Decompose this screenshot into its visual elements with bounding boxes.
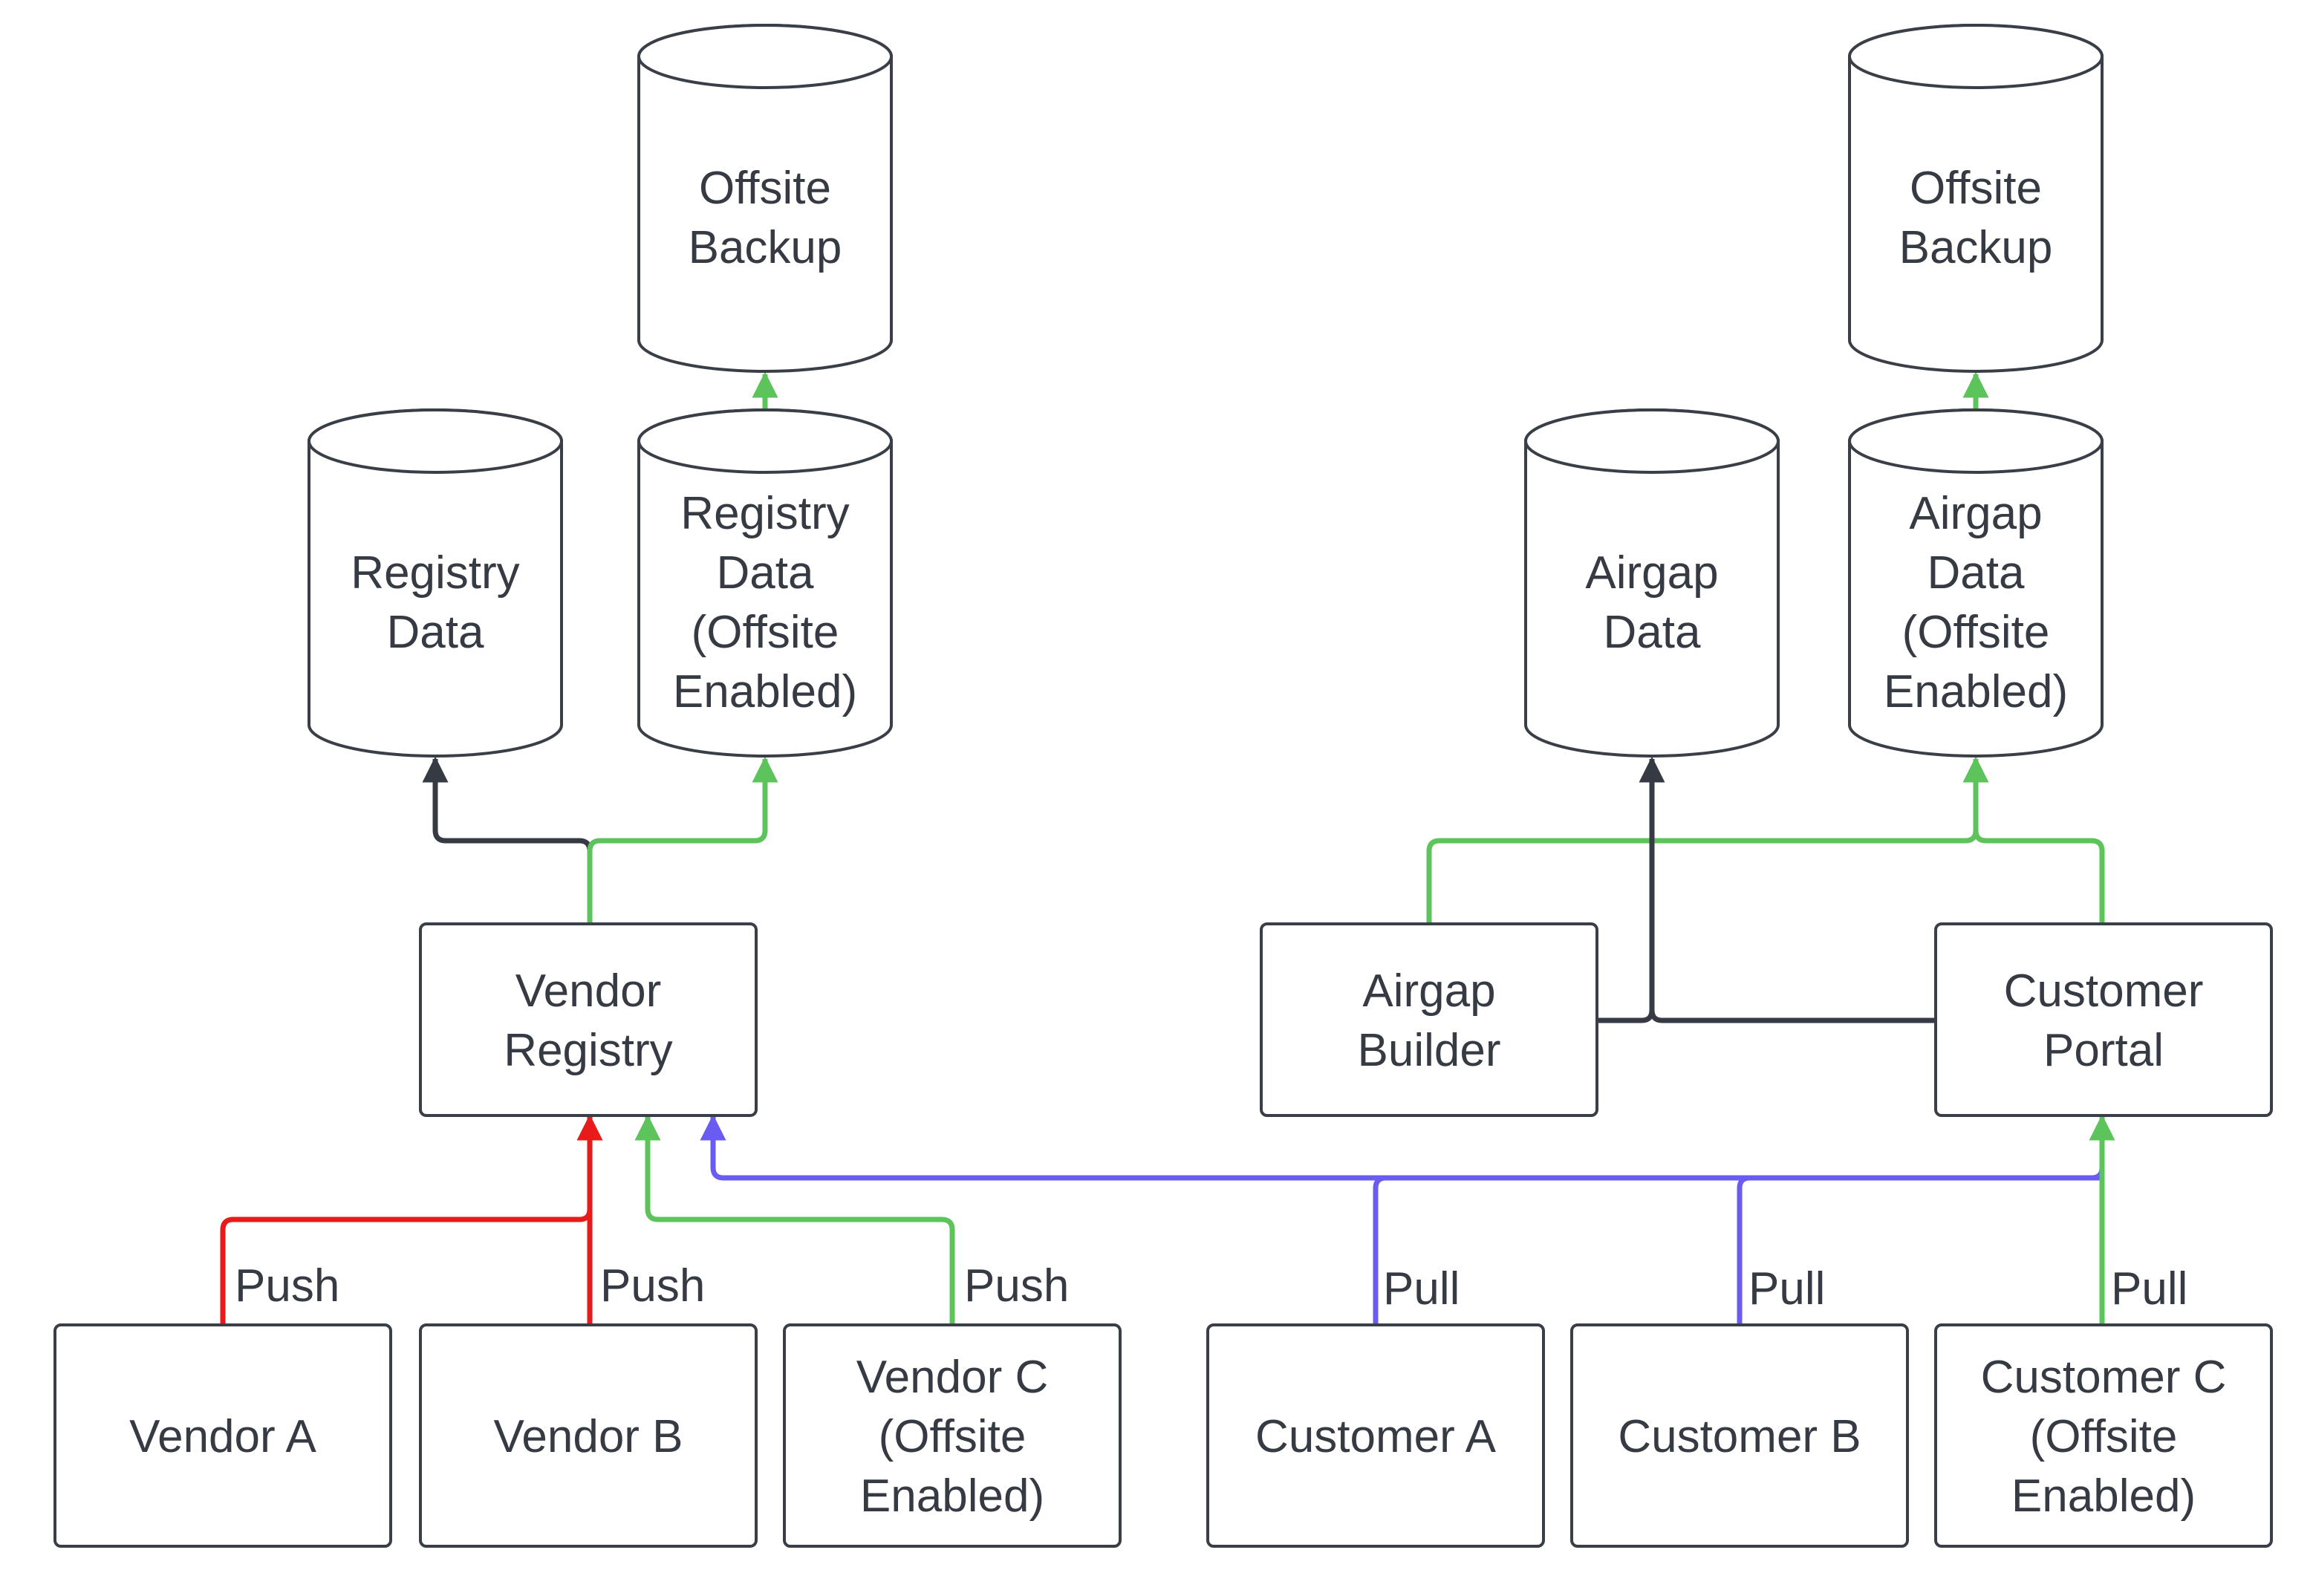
vendor-c-box-label-line: Enabled) bbox=[860, 1470, 1044, 1522]
airgap-builder-box-label-line: Builder bbox=[1358, 1025, 1501, 1076]
vendor-b-box: Vendor B bbox=[419, 1323, 758, 1548]
airgap-data-offsite-cylinder-label-line: (Offsite bbox=[1902, 607, 2050, 658]
customer-c-box-label-line: (Offsite bbox=[2030, 1411, 2178, 1462]
airgap-data-offsite-cylinder-label-line: Data bbox=[1928, 547, 2025, 599]
airgap-data-offsite-cylinder-top bbox=[1848, 408, 2104, 474]
registry-data-offsite-cylinder-label-line: Registry bbox=[680, 488, 849, 539]
offsite-backup-left-cylinder-label-line: Backup bbox=[689, 222, 842, 273]
registry-data-cylinder-label-line: Registry bbox=[351, 547, 519, 599]
edge-airgap-builder-to-airgap-data bbox=[1598, 756, 1665, 1023]
customer-a-box: Customer A bbox=[1206, 1323, 1545, 1548]
vendor-b-box-shape bbox=[419, 1323, 758, 1548]
customer-portal-box-label-line: Customer bbox=[2004, 965, 2204, 1017]
customer-c-box-label-line: Customer C bbox=[1981, 1352, 2227, 1403]
edge-airgap-builder-to-airgap-offsite bbox=[1426, 830, 1979, 924]
airgap-data-offsite-cylinder-label-line: Enabled) bbox=[1884, 666, 2068, 717]
offsite-backup-left-cylinder-label-line: Offsite bbox=[699, 163, 831, 214]
vendor-registry-box-label-line: Registry bbox=[504, 1025, 672, 1076]
vendor-a-box-shape bbox=[53, 1323, 392, 1548]
customer-a-box-shape bbox=[1206, 1323, 1545, 1548]
registry-data-offsite-cylinder-label-line: (Offsite bbox=[692, 607, 839, 658]
airgap-data-cylinder-label-line: Airgap bbox=[1585, 547, 1718, 599]
registry-data-offsite-cylinder-label-line: Enabled) bbox=[673, 666, 857, 717]
edge-label-customer-b: Pull bbox=[1748, 1263, 1825, 1315]
customer-b-box-shape bbox=[1570, 1323, 1909, 1548]
registry-data-offsite-cylinder-label-line: Data bbox=[717, 547, 814, 599]
vendor-a-box-label-line: Vendor A bbox=[129, 1411, 316, 1462]
vendor-b-box-label-line: Vendor B bbox=[493, 1411, 683, 1462]
customer-c-box-label-line: Enabled) bbox=[2011, 1470, 2196, 1522]
registry-data-cylinder-top bbox=[308, 408, 563, 474]
offsite-backup-right-cylinder-top bbox=[1848, 24, 2104, 89]
edge-label-customer-c: Pull bbox=[2111, 1263, 2187, 1315]
edge-customers-pull-bus bbox=[700, 1114, 2102, 1181]
customer-b-box: Customer B bbox=[1570, 1323, 1909, 1548]
edge-customer-portal-to-airgap-data bbox=[1649, 1009, 1936, 1023]
edge-vendor-c-push bbox=[634, 1114, 955, 1325]
registry-data-offsite-cylinder-top bbox=[637, 408, 893, 474]
edge-customer-a-pull bbox=[1373, 1175, 1387, 1325]
customer-portal-box-shape bbox=[1934, 922, 2273, 1117]
vendor-c-box-label-line: Vendor C bbox=[856, 1352, 1049, 1403]
vendor-registry-box-label-line: Vendor bbox=[515, 965, 662, 1017]
edge-label-vendor-c: Push bbox=[964, 1260, 1069, 1312]
registry-data-cylinder-label-line: Data bbox=[387, 607, 484, 658]
edge-vendor-registry-to-registry-data-offsite bbox=[587, 756, 778, 924]
vendor-a-box: Vendor A bbox=[53, 1323, 392, 1548]
edge-label-vendor-a: Push bbox=[235, 1260, 339, 1312]
airgap-data-cylinder-label-line: Data bbox=[1604, 607, 1701, 658]
edge-label-vendor-b: Push bbox=[600, 1260, 705, 1312]
edge-vendor-registry-to-registry-data bbox=[422, 756, 593, 924]
offsite-backup-left-cylinder-top bbox=[637, 24, 893, 89]
edge-customer-b-pull bbox=[1737, 1175, 1751, 1325]
customer-portal-box-label-line: Portal bbox=[2043, 1025, 2164, 1076]
airgap-builder-box-label-line: Airgap bbox=[1362, 965, 1495, 1017]
offsite-backup-right-cylinder-label-line: Offsite bbox=[1910, 163, 2042, 214]
airgap-builder-box-shape bbox=[1260, 922, 1598, 1117]
vendor-c-box-shape bbox=[783, 1323, 1122, 1548]
customer-b-box-label-line: Customer B bbox=[1618, 1411, 1861, 1462]
edge-customer-portal-to-airgap-offsite bbox=[1962, 756, 2105, 924]
offsite-backup-right-cylinder-label-line: Backup bbox=[1899, 222, 2053, 273]
edge-label-customer-a: Pull bbox=[1383, 1263, 1460, 1315]
customer-a-box-label-line: Customer A bbox=[1255, 1411, 1497, 1462]
vendor-registry-box-shape bbox=[419, 922, 758, 1117]
airgap-data-offsite-cylinder-label-line: Airgap bbox=[1909, 488, 2042, 539]
customer-c-box-shape bbox=[1934, 1323, 2273, 1548]
vendor-c-box-label-line: (Offsite bbox=[879, 1411, 1027, 1462]
airgap-data-cylinder-top bbox=[1524, 408, 1780, 474]
